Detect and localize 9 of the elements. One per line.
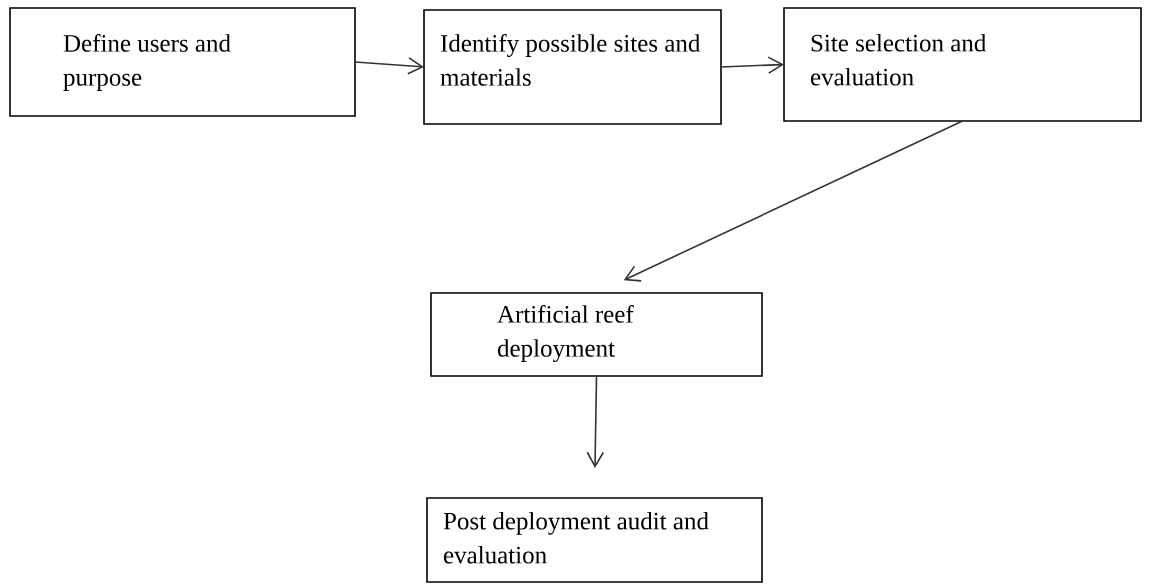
- process-box: Identify possible sites and materials: [423, 9, 722, 125]
- arrow: [586, 375, 605, 468]
- process-box: Post deployment audit and evaluation: [426, 497, 763, 583]
- process-box: Site selection and evaluation: [783, 7, 1142, 122]
- arrow: [720, 56, 784, 74]
- arrow: [354, 57, 424, 75]
- process-box: Define users and purpose: [9, 7, 356, 117]
- arrow: [623, 120, 964, 282]
- process-box: Artificial reef deployment: [430, 292, 763, 377]
